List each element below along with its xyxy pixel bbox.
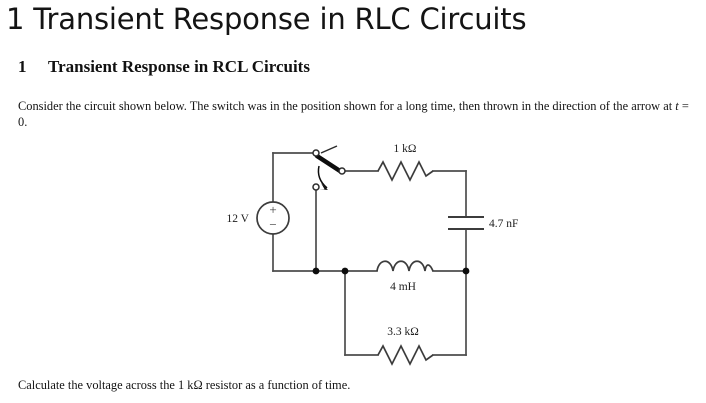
switch-throw-arrow-curve bbox=[317, 165, 328, 189]
switch[interactable] bbox=[312, 145, 346, 191]
switch-pivot-terminal[interactable] bbox=[312, 149, 320, 157]
switch-open-indicator bbox=[320, 145, 338, 154]
voltage-source-plus: + bbox=[269, 202, 276, 217]
intro-paragraph-variable: t bbox=[675, 99, 679, 113]
resistor-top: 1 kΩ bbox=[377, 143, 434, 182]
rlc-circuit-svg: + − 12 V bbox=[227, 143, 518, 366]
section-number: 1 bbox=[18, 57, 27, 76]
resistor-top-zigzag bbox=[377, 160, 434, 182]
section-heading: 1 Transient Response in RCL Circuits bbox=[18, 57, 310, 77]
resistor-top-label: 1 kΩ bbox=[394, 143, 417, 155]
circuit-wires bbox=[272, 152, 467, 356]
resistor-bottom: 3.3 kΩ bbox=[377, 326, 434, 366]
inductor: 4 mH bbox=[376, 260, 434, 293]
voltage-source-label: 12 V bbox=[227, 213, 250, 225]
inductor-coils bbox=[376, 260, 434, 272]
capacitor: 4.7 nF bbox=[448, 216, 518, 230]
switch-contact-terminal-right[interactable] bbox=[338, 167, 346, 175]
junction-dots bbox=[312, 267, 470, 275]
junction-dot-mid bbox=[341, 267, 349, 275]
closing-paragraph: Calculate the voltage across the 1 kΩ re… bbox=[18, 378, 351, 392]
inductor-label: 4 mH bbox=[390, 281, 416, 293]
circuit-figure: + − 12 V bbox=[195, 138, 535, 373]
junction-dot-right bbox=[462, 267, 470, 275]
switch-contact-terminal-lower[interactable] bbox=[312, 183, 320, 191]
capacitor-label: 4.7 nF bbox=[489, 218, 518, 230]
voltage-source: + − 12 V bbox=[227, 201, 290, 235]
voltage-source-minus: − bbox=[269, 217, 276, 232]
junction-dot-left bbox=[312, 267, 320, 275]
intro-paragraph-after: = 0. bbox=[18, 99, 689, 129]
resistor-bottom-label: 3.3 kΩ bbox=[387, 326, 419, 338]
intro-paragraph-before: Consider the circuit shown below. The sw… bbox=[18, 99, 676, 113]
intro-paragraph: Consider the circuit shown below. The sw… bbox=[18, 98, 690, 130]
resistor-bottom-zigzag bbox=[377, 344, 434, 366]
voltage-source-circle bbox=[256, 201, 290, 235]
section-heading-text: Transient Response in RCL Circuits bbox=[48, 57, 310, 76]
switch-blade[interactable] bbox=[314, 153, 343, 174]
switch-throw-arrow-head bbox=[319, 183, 328, 190]
page-title: 1 Transient Response in RLC Circuits bbox=[6, 2, 527, 36]
